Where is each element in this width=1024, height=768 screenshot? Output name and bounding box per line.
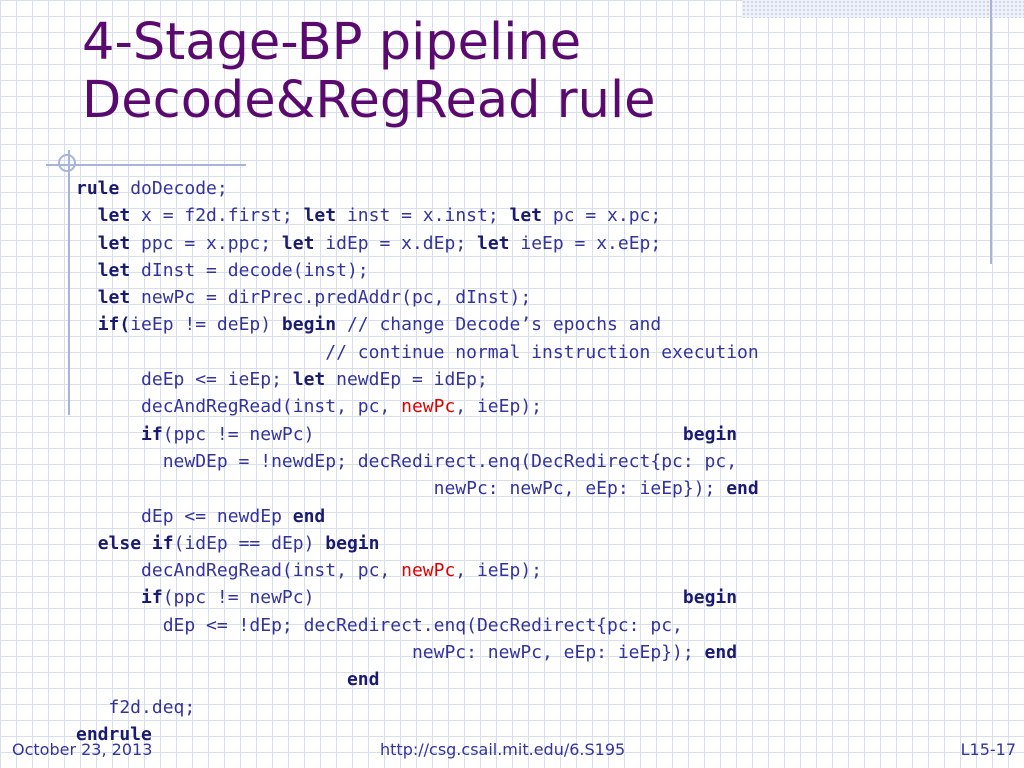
code-text: ieEp != deEp) [130,314,282,336]
code-text: dInst = decode(inst); [130,259,369,281]
code-text [76,669,347,690]
code-line: f2d.deq; [76,694,759,721]
slide-title-line-2: Decode&RegRead rule [82,71,656,130]
code-text: (ppc != newPc) [162,423,683,445]
code-keyword: rule [76,178,120,199]
code-text: dEp <= newdEp [76,505,293,527]
code-text: // change Decode’s epochs and [336,314,662,336]
footer-slide-number: L15-17 [960,740,1016,759]
code-text [76,233,98,254]
code-line: dEp <= !dEp; decRedirect.enq(DecRedirect… [76,612,759,639]
code-keyword: let [97,232,131,254]
code-text: decAndRegRead(inst, pc, [76,560,402,582]
code-block: rule doDecode; let x = f2d.first; let in… [76,175,759,748]
code-keyword: end [292,505,326,527]
code-line: deEp <= ieEp; let newdEp = idEp; [76,366,759,393]
code-text: , ieEp); [455,560,542,582]
left-decorative-line [68,150,70,415]
code-line: let newPc = dirPrec.predAddr(pc, dInst); [76,284,759,311]
code-keyword: if [151,532,174,554]
code-text [76,205,98,226]
code-text [76,287,98,308]
code-text: newPc: newPc, eEp: ieEp}); [76,642,705,664]
code-text [141,533,152,554]
code-keyword: let [292,369,326,391]
code-text [76,314,98,335]
code-keyword: if( [97,314,131,336]
code-text: newdEp = idEp; [325,369,488,391]
code-text: dEp <= !dEp; decRedirect.enq(DecRedirect… [76,614,683,636]
code-keyword: let [303,205,337,227]
code-keyword: if [141,587,163,609]
code-highlight: newPc [401,560,456,582]
code-keyword: end [704,642,738,664]
code-keyword: let [477,232,510,254]
code-keyword: end [346,669,380,691]
code-keyword: let [97,259,131,281]
code-text: newPc = dirPrec.predAddr(pc, dInst); [130,287,532,309]
footer-date: October 23, 2013 [12,740,153,759]
code-line: dEp <= newdEp end [76,503,759,530]
code-line: let x = f2d.first; let inst = x.inst; le… [76,202,759,229]
code-line: end [76,666,759,693]
code-text: ppc = x.ppc; [130,232,282,254]
code-text [76,424,141,445]
code-text: , ieEp); [455,396,542,418]
code-highlight: newPc [401,396,456,418]
slide-title-line-1: 4-Stage-BP pipeline [82,13,582,72]
code-line: // continue normal instruction execution [76,339,759,366]
code-keyword: let [97,287,131,309]
code-text: // continue normal instruction execution [76,341,759,363]
code-text [76,260,98,281]
code-line: let ppc = x.ppc; let idEp = x.dEp; let i… [76,230,759,257]
code-keyword: begin [281,314,337,336]
code-line: newDEp = !newdEp; decRedirect.enq(DecRed… [76,448,759,475]
code-line: decAndRegRead(inst, pc, newPc, ieEp); [76,393,759,420]
code-keyword: else [97,532,142,554]
right-decorative-line [990,0,992,264]
slide-title: 4-Stage-BP pipeline Decode&RegRead rule [82,14,656,130]
code-line: else if(idEp == dEp) begin [76,530,759,557]
code-line: rule doDecode; [76,175,759,202]
code-text: decAndRegRead(inst, pc, [76,396,402,418]
code-line: if(ppc != newPc) begin [76,421,759,448]
title-underline [46,164,246,166]
code-text [76,533,98,554]
code-keyword: if [141,423,163,445]
code-keyword: begin [682,587,738,609]
code-keyword: let [97,205,131,227]
code-line: endrule [76,721,759,748]
code-keyword: begin [682,423,738,445]
code-line: if(ppc != newPc) begin [76,584,759,611]
footer-url[interactable]: http://csg.csail.mit.edu/6.S195 [380,740,626,759]
code-text: newDEp = !newdEp; decRedirect.enq(DecRed… [76,450,738,472]
code-keyword: let [509,205,543,227]
code-text: deEp <= ieEp; [76,369,293,391]
code-text: (ppc != newPc) [162,587,683,609]
code-text: inst = x.inst; [336,205,510,227]
bullet-circle-ornament [58,154,76,172]
code-keyword: end [726,478,759,500]
code-text: x = f2d.first; [130,205,304,227]
code-line: if(ieEp != deEp) begin // change Decode’… [76,311,759,338]
code-text: f2d.deq; [76,696,196,718]
code-line: newPc: newPc, eEp: ieEp}); end [76,475,759,502]
code-keyword: begin [325,532,380,554]
code-text: newPc: newPc, eEp: ieEp}); [76,478,727,500]
code-text: (idEp == dEp) [173,532,326,554]
code-text: idEp = x.dEp; [314,232,477,254]
code-text: ieEp = x.eEp; [509,232,662,254]
code-line: let dInst = decode(inst); [76,257,759,284]
code-keyword: let [281,232,315,254]
code-text [76,587,141,608]
code-line: decAndRegRead(inst, pc, newPc, ieEp); [76,557,759,584]
code-line: newPc: newPc, eEp: ieEp}); end [76,639,759,666]
code-text: pc = x.pc; [542,205,662,227]
code-text: doDecode; [119,178,228,199]
header-pattern-bar [742,0,1024,18]
code-keyword: endrule [76,723,152,745]
